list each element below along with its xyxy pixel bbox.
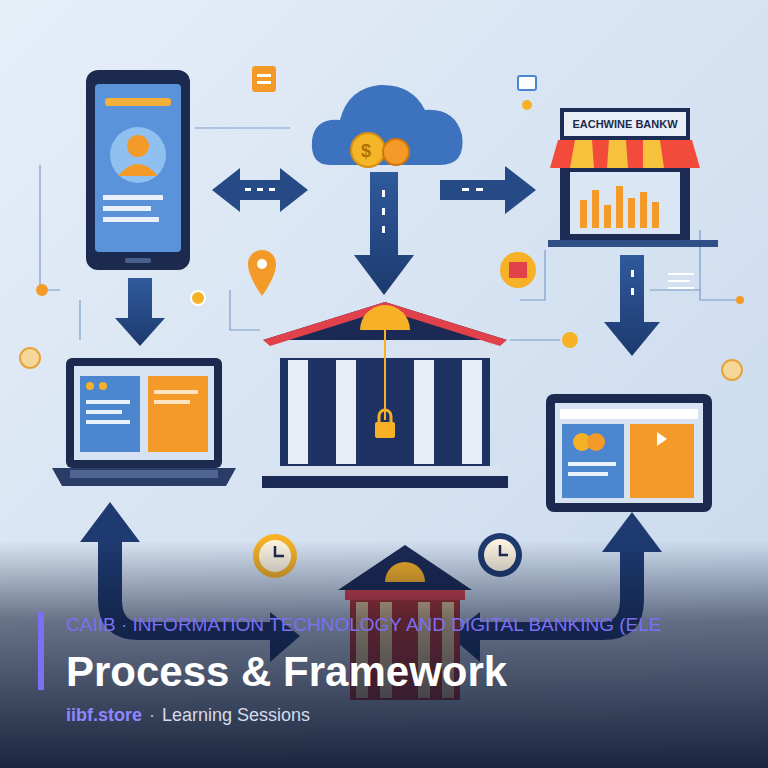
site-label: iibf.store — [66, 705, 142, 726]
title-text: Process & Framework — [66, 648, 507, 696]
sign-text: EACHWINE BANKW — [572, 118, 677, 130]
series-label: Learning Sessions — [162, 705, 310, 726]
course-label: CAIIB · INFORMATION TECHNOLOGY AND DIGIT… — [66, 614, 661, 636]
shop-sign: EACHWINE BANKW — [564, 112, 686, 136]
svg-text:$: $ — [361, 141, 371, 161]
separator-dot: · — [149, 705, 155, 726]
